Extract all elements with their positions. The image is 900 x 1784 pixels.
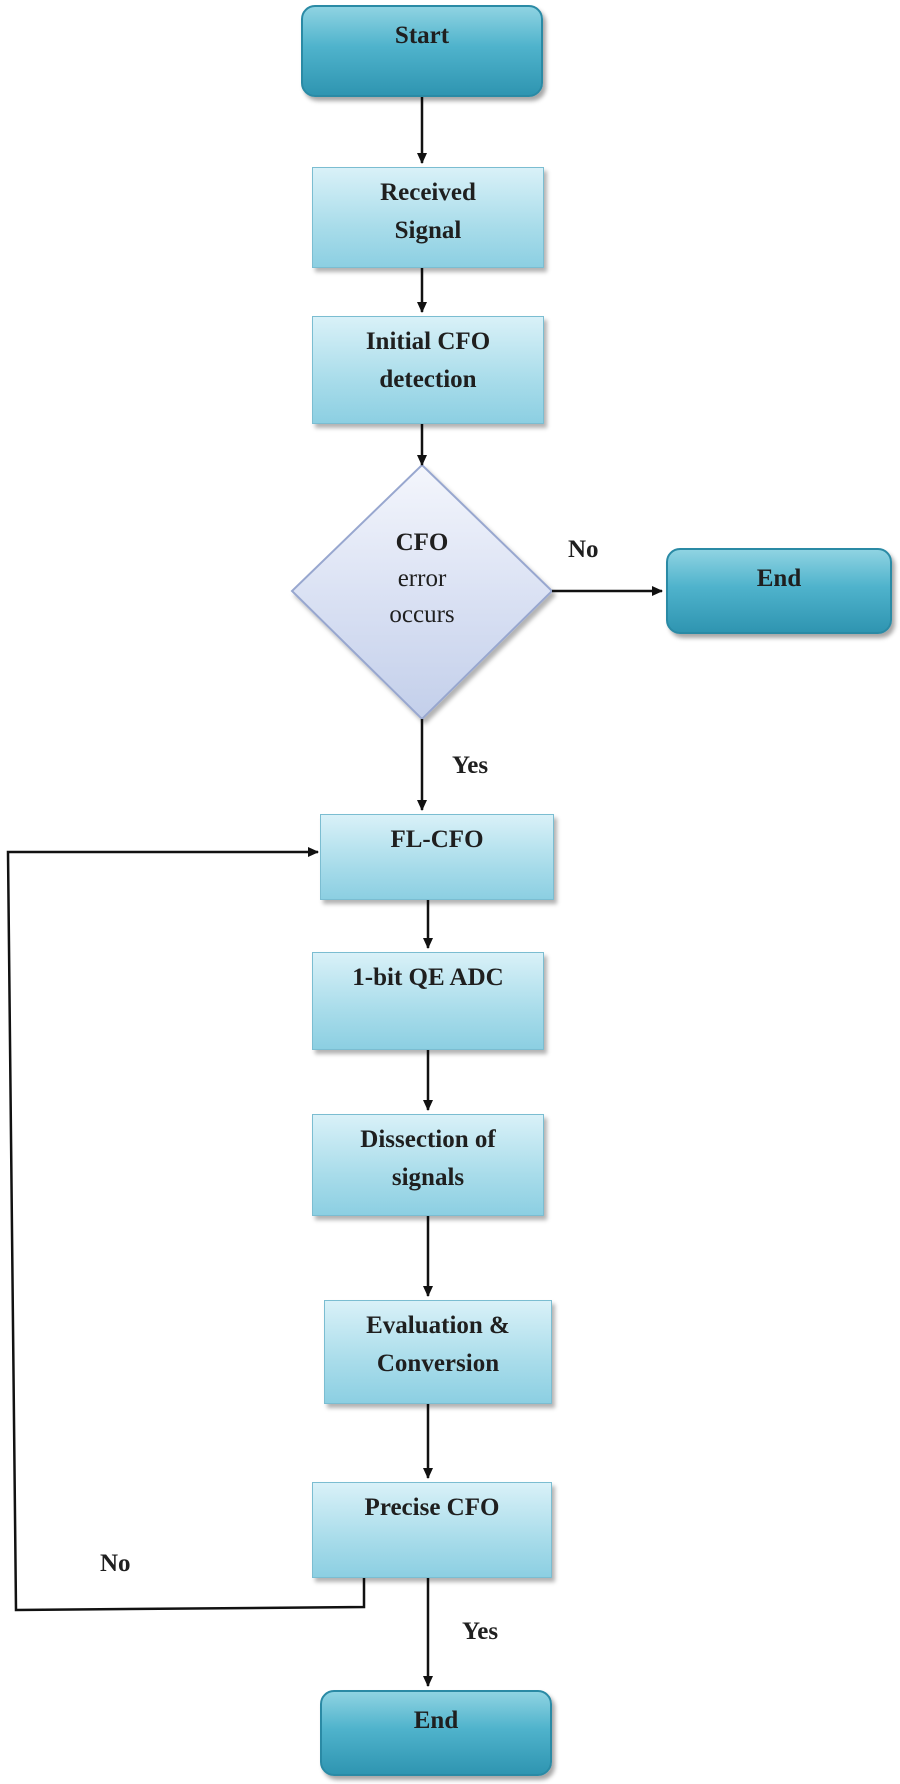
end-right-label: End [756, 565, 802, 592]
dissection-box: Dissection of signals [312, 1114, 544, 1216]
qe-adc-box: 1-bit QE ADC [312, 952, 544, 1050]
end-terminal-right: End [666, 548, 892, 634]
received-signal-line2: Signal [394, 217, 462, 244]
precise-cfo-box: Precise CFO [312, 1482, 552, 1578]
evaluation-box: Evaluation & Conversion [324, 1300, 552, 1404]
evaluation-line2: Conversion [376, 1350, 500, 1377]
received-signal-line1: Received [380, 179, 476, 206]
fl-cfo-box: FL-CFO [320, 814, 554, 900]
precise-cfo-label: Precise CFO [364, 1494, 500, 1521]
evaluation-line1: Evaluation & [366, 1312, 510, 1339]
initial-cfo-line2: detection [379, 366, 477, 393]
dissection-line2: signals [391, 1164, 465, 1191]
precise-yes-label: Yes [462, 1618, 499, 1645]
received-signal-box: Received Signal [312, 167, 544, 268]
start-terminal: Start [301, 5, 543, 97]
decision-yes-label: Yes [452, 752, 489, 779]
decision-line3: occurs [389, 601, 455, 628]
end-bottom-label: End [413, 1707, 459, 1734]
start-label: Start [394, 22, 450, 49]
edge-precise-loop [6, 847, 366, 1612]
dissection-line1: Dissection of [360, 1126, 496, 1153]
initial-cfo-box: Initial CFO detection [312, 316, 544, 424]
end-terminal-bottom: End [320, 1690, 552, 1776]
decision-no-label: No [568, 536, 599, 563]
decision-line1: CFO [395, 529, 449, 556]
qe-adc-label: 1-bit QE ADC [352, 964, 504, 991]
initial-cfo-line1: Initial CFO [365, 328, 491, 355]
decision-line2: error [397, 565, 447, 592]
decision-label: CFO error occurs [352, 525, 492, 633]
fl-cfo-label: FL-CFO [390, 826, 484, 853]
precise-no-label: No [100, 1550, 131, 1577]
